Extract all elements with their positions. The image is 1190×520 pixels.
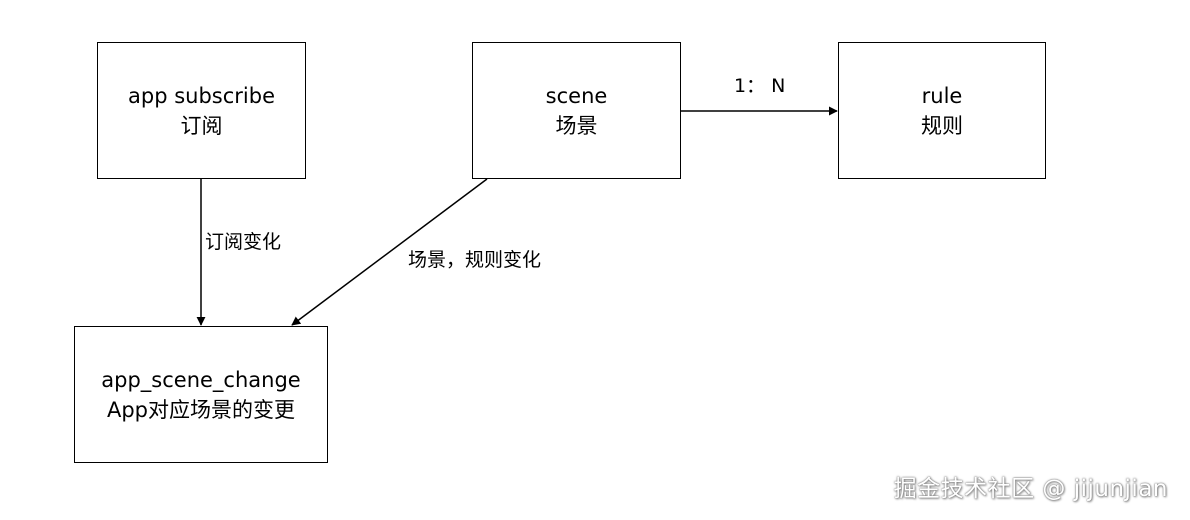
node-scene: scene 场景 [472,42,681,179]
node-rule-subtitle: 规则 [921,113,963,138]
node-app-subscribe-subtitle: 订阅 [180,113,223,138]
node-app-subscribe-title: app subscribe [128,83,275,108]
watermark: 掘金技术社区 @ jijunjian [893,476,1168,502]
node-scene-subtitle: 场景 [555,113,598,138]
node-app-scene-change-subtitle: App对应场景的变更 [106,397,296,422]
node-app-subscribe: app subscribe 订阅 [97,42,306,179]
node-app-scene-change: app_scene_change App对应场景的变更 [74,326,328,463]
arrow-scene-to-change [291,178,488,326]
edge-label-scene-to-change: 场景，规则变化 [408,248,542,272]
node-rule-title: rule [921,83,963,108]
edge-label-subscribe-to-change: 订阅变化 [205,230,282,254]
node-scene-title: scene [545,83,608,108]
edge-label-scene-to-rule: 1： N [734,74,786,98]
node-app-scene-change-title: app_scene_change [101,367,301,392]
node-rule: rule 规则 [838,42,1046,179]
